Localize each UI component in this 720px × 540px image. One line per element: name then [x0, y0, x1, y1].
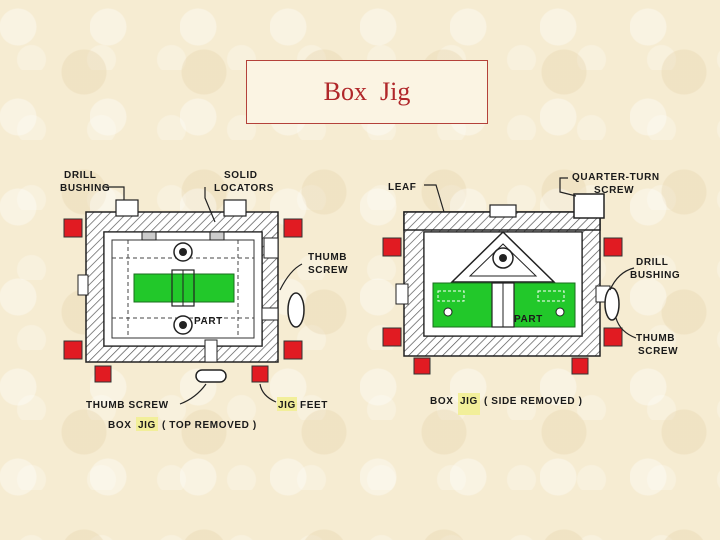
jig-foot: [283, 340, 303, 360]
label-jig: JIG: [278, 400, 296, 411]
label-drill: DRILL: [64, 170, 96, 181]
solid-locator: [141, 231, 157, 241]
jig-highlight: [458, 393, 480, 415]
label-bushing: BUSHING: [60, 183, 110, 194]
label-thumb: THUMB: [636, 333, 675, 344]
drill-bushing: [489, 204, 517, 218]
label-quarter-turn-screw: SCREW: [594, 185, 634, 196]
label-bushing: BUSHING: [630, 270, 680, 281]
page-title: Box Jig: [323, 77, 411, 106]
label-locators: LOCATORS: [214, 183, 274, 194]
left-figure-top-removed: DRILL BUSHING SOLID LOCATORS THUMB SCREW…: [60, 170, 348, 431]
jig-foot: [603, 327, 623, 347]
jig-highlight: [277, 397, 297, 411]
jig-foot: [63, 218, 83, 238]
thumb-screw-knob: [604, 287, 620, 321]
label-leaf: LEAF: [388, 182, 417, 193]
caption-jig: JIG: [138, 420, 156, 431]
label-quarter-turn: QUARTER-TURN: [572, 172, 660, 183]
label-screw: SCREW: [308, 265, 348, 276]
jig-foot: [382, 327, 402, 347]
thumb-screw-knob: [287, 292, 305, 328]
jig-foot: [63, 340, 83, 360]
jig-foot: [413, 357, 431, 375]
caption-jig: JIG: [460, 396, 478, 407]
right-figure-side-removed: LEAF QUARTER-TURN SCREW DRILL BUSHING TH…: [382, 172, 680, 415]
jig-foot: [382, 237, 402, 257]
jig-highlight: [136, 417, 158, 431]
jig-foot: [571, 357, 589, 375]
jig-foot: [603, 237, 623, 257]
label-feet: FEET: [300, 400, 328, 411]
label-part: PART: [194, 316, 223, 327]
drill-bushing: [115, 199, 139, 217]
part: [133, 273, 235, 303]
label-thumb: THUMB: [308, 252, 347, 263]
solid-locator: [209, 231, 225, 241]
thumb-screw-right: [261, 307, 279, 321]
title-box: Box Jig: [246, 60, 488, 124]
label-thumb-screw: THUMB SCREW: [86, 400, 169, 411]
caption-box: BOX: [430, 396, 453, 407]
label-drill: DRILL: [636, 257, 668, 268]
label-part: PART: [514, 314, 543, 325]
jig-foot: [251, 365, 269, 383]
caption-box: BOX: [108, 420, 131, 431]
label-solid: SOLID: [224, 170, 258, 181]
thumb-screw-bottom: [195, 369, 227, 383]
quarter-turn-screw: [573, 193, 605, 219]
label-screw: SCREW: [638, 346, 678, 357]
caption-side-removed: ( SIDE REMOVED ): [484, 396, 583, 407]
jig-foot: [283, 218, 303, 238]
caption-top-removed: ( TOP REMOVED ): [162, 420, 257, 431]
jig-foot: [94, 365, 112, 383]
